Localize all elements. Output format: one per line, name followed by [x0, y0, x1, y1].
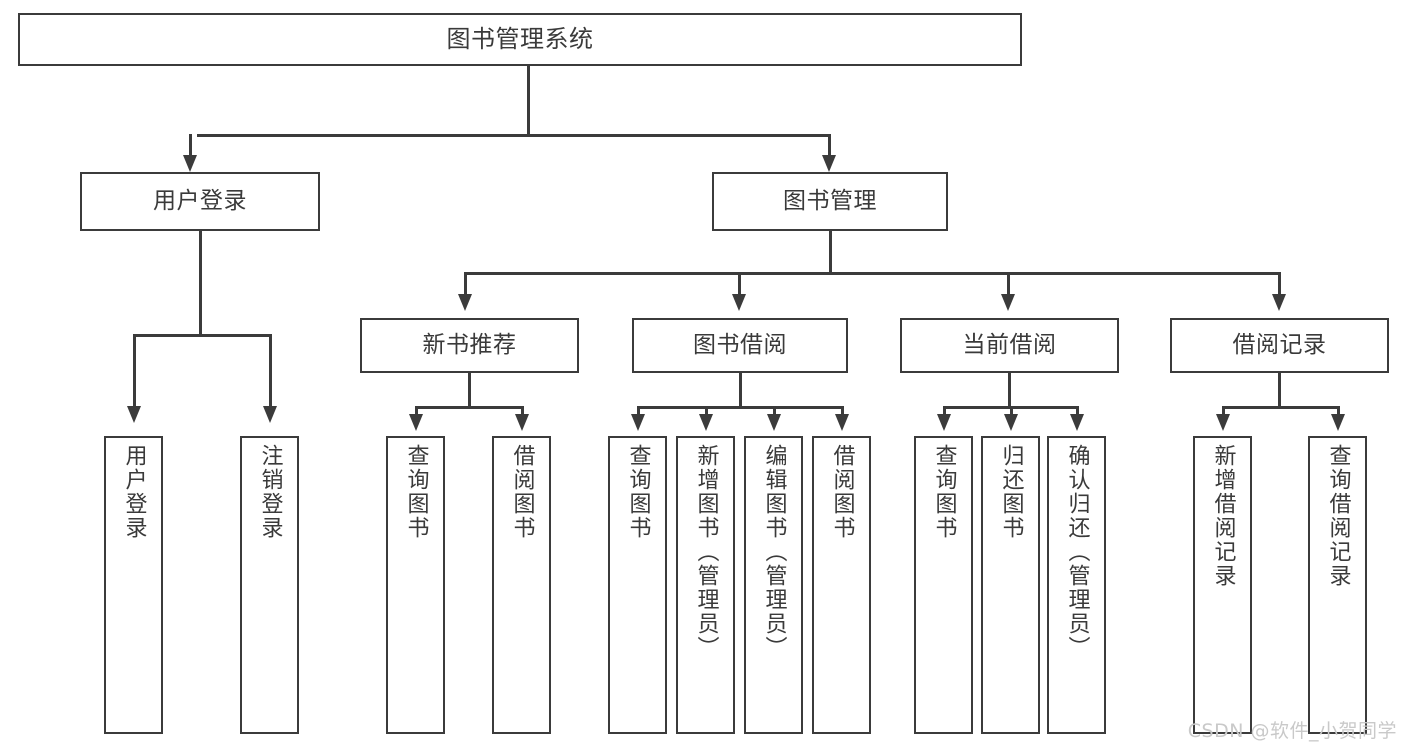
node-label: 查询图书 — [403, 444, 429, 540]
leaf-user-login-login[interactable]: 用户登录 — [104, 436, 163, 734]
connector-new-book-stem — [468, 373, 471, 408]
arrowhead-cb-leaf-3 — [1070, 414, 1084, 431]
connector-book-borrow-stem — [739, 373, 742, 408]
node-label: 借阅图书 — [509, 444, 535, 540]
leaf-borrow-record-add-record[interactable]: 新增借阅记录 — [1193, 436, 1252, 734]
connector-cb-leaf-1 — [943, 406, 946, 418]
arrowhead-br-leaf-2 — [1331, 414, 1345, 431]
arrowhead-nb-leaf-1 — [409, 414, 423, 431]
node-label: 用户登录 — [153, 187, 247, 214]
arrowhead-br-leaf-1 — [1216, 414, 1230, 431]
connector-user-login-to-leaf-2 — [269, 334, 272, 410]
node-label: 查询借阅记录 — [1325, 444, 1351, 588]
connector-br-leaf-2 — [1337, 406, 1340, 418]
connector-new-book-bus — [415, 406, 523, 409]
arrowhead-user-login-leaf-2 — [263, 406, 277, 423]
node-current-borrow[interactable]: 当前借阅 — [900, 318, 1119, 373]
node-label: 归还图书 — [998, 444, 1024, 540]
node-label: 图书管理系统 — [446, 25, 594, 54]
arrowhead-bb-leaf-4 — [835, 414, 849, 431]
connector-book-management-bus — [464, 272, 1280, 275]
leaf-current-borrow-query-book[interactable]: 查询图书 — [914, 436, 973, 734]
leaf-book-borrow-edit-book[interactable]: 编辑图书（管理员） — [744, 436, 803, 734]
node-label: 图书管理 — [783, 187, 877, 214]
node-book-borrow[interactable]: 图书借阅 — [632, 318, 848, 373]
node-root-book-management-system[interactable]: 图书管理系统 — [18, 13, 1022, 66]
node-label: 编辑图书（管理员） — [761, 444, 787, 660]
node-label: 借阅记录 — [1232, 331, 1327, 358]
arrowhead-root-to-user-login — [183, 155, 197, 172]
connector-book-management-stem — [829, 231, 832, 274]
node-label: 查询图书 — [625, 444, 651, 540]
connector-book-borrow-bus — [637, 406, 843, 409]
arrowhead-cb-leaf-2 — [1004, 414, 1018, 431]
arrowhead-bm-current-borrow — [1001, 294, 1015, 311]
connector-bb-leaf-4 — [841, 406, 844, 418]
leaf-current-borrow-return-book[interactable]: 归还图书 — [981, 436, 1040, 734]
leaf-current-borrow-confirm-return[interactable]: 确认归还（管理员） — [1047, 436, 1106, 734]
connector-bm-to-new-book — [464, 272, 467, 299]
connector-root-to-user-login — [189, 134, 192, 160]
connector-bm-to-current-borrow — [1007, 272, 1010, 299]
arrowhead-bm-borrow-record — [1272, 294, 1286, 311]
arrowhead-bb-leaf-2 — [699, 414, 713, 431]
connector-bb-leaf-1 — [637, 406, 640, 418]
node-label: 新书推荐 — [422, 331, 517, 358]
arrowhead-cb-leaf-1 — [937, 414, 951, 431]
arrowhead-root-to-book-management — [822, 155, 836, 172]
connector-bm-to-book-borrow — [738, 272, 741, 299]
arrowhead-user-login-leaf-1 — [127, 406, 141, 423]
arrowhead-bb-leaf-1 — [631, 414, 645, 431]
connector-bb-leaf-3 — [773, 406, 776, 418]
node-book-management[interactable]: 图书管理 — [712, 172, 948, 231]
connector-borrow-record-bus — [1222, 406, 1339, 409]
leaf-book-borrow-borrow-book[interactable]: 借阅图书 — [812, 436, 871, 734]
arrowhead-bm-book-borrow — [732, 294, 746, 311]
arrowhead-bm-new-book — [458, 294, 472, 311]
node-label: 确认归还（管理员） — [1064, 444, 1090, 660]
node-label: 注销登录 — [257, 444, 283, 540]
node-label: 当前借阅 — [962, 331, 1057, 358]
node-borrow-record[interactable]: 借阅记录 — [1170, 318, 1389, 373]
connector-nb-leaf-1 — [415, 406, 418, 418]
connector-user-login-stem — [199, 231, 202, 336]
node-label: 新增图书（管理员） — [693, 444, 719, 660]
connector-root-to-book-management — [828, 134, 831, 160]
connector-bb-leaf-2 — [705, 406, 708, 418]
connector-cb-leaf-2 — [1010, 406, 1013, 418]
node-label: 新增借阅记录 — [1210, 444, 1236, 588]
node-label: 用户登录 — [121, 444, 147, 540]
node-label: 借阅图书 — [829, 444, 855, 540]
leaf-user-login-logout[interactable]: 注销登录 — [240, 436, 299, 734]
node-new-book-recommend[interactable]: 新书推荐 — [360, 318, 579, 373]
arrowhead-bb-leaf-3 — [767, 414, 781, 431]
connector-user-login-to-leaf-1 — [133, 334, 136, 410]
connector-user-login-bus — [133, 334, 271, 337]
leaf-new-book-borrow-book[interactable]: 借阅图书 — [492, 436, 551, 734]
connector-cb-leaf-3 — [1076, 406, 1079, 418]
connector-root-stem — [527, 66, 530, 136]
leaf-borrow-record-query-record[interactable]: 查询借阅记录 — [1308, 436, 1367, 734]
connector-br-leaf-1 — [1222, 406, 1225, 418]
connector-bm-to-borrow-record — [1278, 272, 1281, 299]
connector-borrow-record-stem — [1278, 373, 1281, 408]
leaf-book-borrow-query-book[interactable]: 查询图书 — [608, 436, 667, 734]
leaf-book-borrow-add-book[interactable]: 新增图书（管理员） — [676, 436, 735, 734]
leaf-new-book-query-book[interactable]: 查询图书 — [386, 436, 445, 734]
connector-nb-leaf-2 — [521, 406, 524, 418]
connector-root-bus — [197, 134, 831, 137]
arrowhead-nb-leaf-2 — [515, 414, 529, 431]
node-user-login[interactable]: 用户登录 — [80, 172, 320, 231]
connector-current-borrow-stem — [1008, 373, 1011, 408]
node-label: 图书借阅 — [693, 331, 787, 358]
node-label: 查询图书 — [931, 444, 957, 540]
